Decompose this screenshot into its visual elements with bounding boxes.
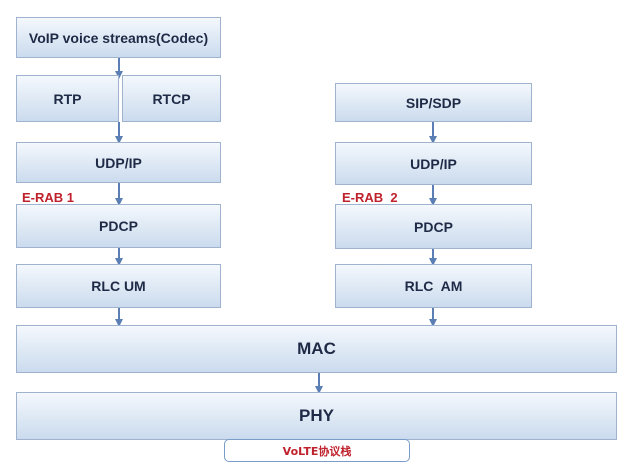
mac-label: MAC (297, 339, 336, 358)
rlc-am-label: RLC AM (404, 278, 463, 294)
phy-box: PHY (16, 392, 617, 440)
pdcp-label-left: PDCP (99, 218, 138, 234)
sip-sdp-box: SIP/SDP (335, 83, 532, 122)
rtcp-label: RTCP (152, 90, 191, 107)
rtp-label: RTP (53, 90, 82, 107)
udp-ip-label-left: UDP/IP (95, 154, 142, 171)
udp-ip-box-left: UDP/IP (16, 142, 221, 183)
mac-box: MAC (16, 325, 617, 373)
erab-2-label: E-RAB 2 (342, 190, 398, 205)
diagram-caption: VoLTE协议栈 (224, 439, 410, 462)
rlc-am-box: RLC AM (335, 264, 532, 308)
codec-box: VoIP voice streams(Codec) (16, 17, 221, 58)
pdcp-box-right: PDCP (335, 204, 532, 249)
erab-1-label: E-RAB 1 (22, 190, 75, 205)
rtp-box: RTP (16, 75, 119, 122)
rlc-um-box: RLC UM (16, 264, 221, 308)
rlc-um-label: RLC UM (91, 278, 146, 294)
rtcp-box: RTCP (122, 75, 221, 122)
phy-label: PHY (299, 406, 334, 425)
pdcp-box-left: PDCP (16, 204, 221, 248)
sip-sdp-label: SIP/SDP (405, 94, 462, 111)
codec-label: VoIP voice streams(Codec) (28, 29, 209, 46)
pdcp-label-right: PDCP (414, 218, 453, 235)
udp-ip-label-right: UDP/IP (410, 155, 457, 172)
udp-ip-box-right: UDP/IP (335, 142, 532, 185)
